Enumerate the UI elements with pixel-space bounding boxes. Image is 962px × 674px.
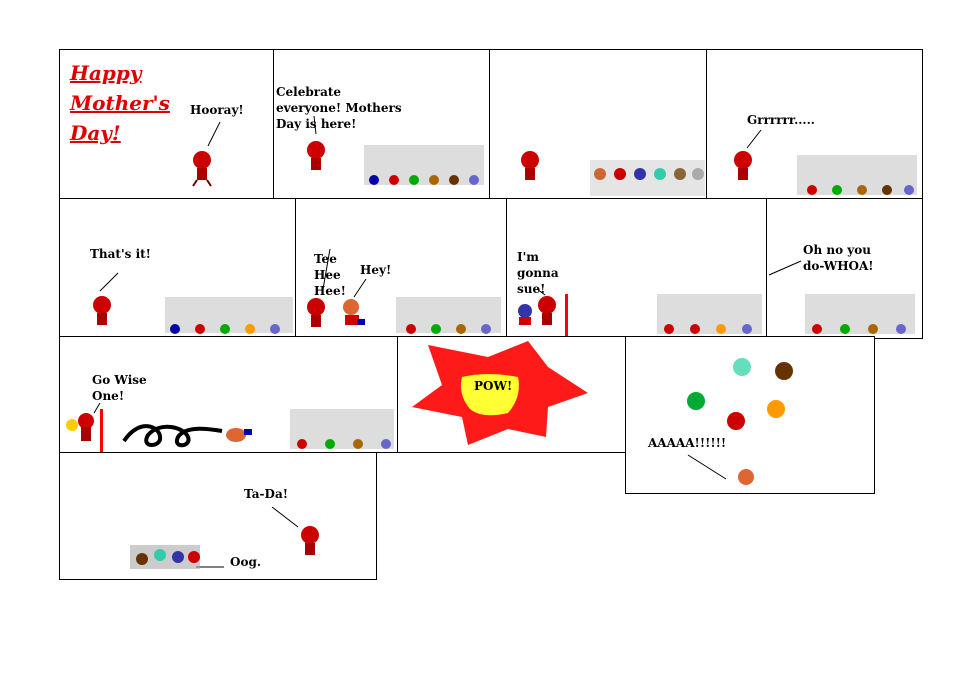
speech-go-wise-line-2: One!: [92, 389, 125, 403]
panel-11-art: [687, 358, 793, 485]
panel-11: AAAAA!!!!!!: [625, 336, 875, 494]
flying-character: [226, 428, 252, 442]
crowd-group: [657, 294, 762, 334]
panel-5: That's it!: [59, 198, 296, 337]
crowd-group: [797, 155, 917, 195]
speech-go-wise-line-1: Go Wise: [92, 373, 147, 387]
comic-title-line-2: Mother's: [70, 91, 170, 115]
panel-5-art: [93, 272, 293, 334]
hero-character: [307, 141, 325, 170]
panel-9-art: [66, 402, 394, 452]
pow-center: [461, 374, 519, 416]
hero-character: [307, 298, 325, 327]
speech-ta-da: Ta-Da!: [244, 487, 288, 501]
panel-1: Happy Mother's Day! Hooray!: [59, 49, 274, 199]
golden-glove-icon: [66, 419, 78, 431]
speech-celebrate-line-2: everyone! Mothers: [276, 101, 402, 115]
crowd-group: [590, 160, 705, 196]
panel-10: POW!: [397, 336, 626, 453]
speech-gonna-sue-line-1: I'm: [517, 250, 539, 264]
speech-oh-no-line-2: do-WHOA!: [803, 259, 874, 273]
speech-hooray: Hooray!: [190, 103, 244, 117]
panel-4: Grrrrrr.....: [706, 49, 923, 199]
panel-12: Ta-Da! Oog.: [59, 452, 377, 580]
panel-9: Go Wise One!: [59, 336, 398, 453]
panel-8: Oh no you do-WHOA!: [766, 198, 923, 339]
crowd-group: [396, 297, 501, 334]
panel-2-art: [307, 115, 484, 185]
panel-7: I'm gonna sue!: [506, 198, 767, 337]
panel-6-art: [307, 248, 501, 334]
speech-celebrate-line-1: Celebrate: [276, 85, 342, 99]
speech-grrr: Grrrrrr.....: [747, 113, 815, 127]
speech-thats-it: That's it!: [90, 247, 151, 261]
speech-celebrate-line-3: Day is here!: [276, 117, 357, 131]
hero-character: [78, 413, 94, 441]
panel-3-art: [521, 151, 705, 196]
crowd-group: [165, 297, 293, 334]
crowd-group: [805, 294, 915, 334]
hero-character: [93, 296, 111, 325]
panel-10-art: [412, 341, 588, 445]
motion-trail: [122, 424, 223, 448]
panel-3: [489, 49, 707, 199]
speech-hey: Hey!: [360, 263, 392, 277]
panel-4-art: [734, 129, 917, 195]
panel-12-art: [130, 506, 319, 569]
defeated-pile: [130, 545, 200, 569]
comic-title-line-1: Happy: [70, 61, 142, 85]
panel-8-art: [768, 260, 915, 334]
speech-aaaaa: AAAAA!!!!!!: [648, 436, 727, 450]
crowd-group: [364, 145, 484, 185]
speech-oog: Oog.: [230, 555, 262, 569]
hero-character: [734, 151, 752, 180]
speech-tee-hee-line-1: Tee: [314, 252, 337, 266]
hero-character: [301, 526, 319, 555]
speech-gonna-sue-line-2: gonna: [517, 266, 559, 280]
hero-character: [521, 151, 539, 180]
orange-character: [343, 299, 365, 325]
speech-tee-hee-line-2: Hee: [314, 268, 341, 282]
gavel-stick: [565, 294, 568, 336]
hero-character: [538, 296, 556, 325]
crowd-group: [290, 409, 394, 449]
panel-2: Celebrate everyone! Mothers Day is here!: [273, 49, 490, 199]
hero-character: [192, 151, 212, 187]
panel-7-art: [518, 288, 762, 336]
red-staff: [100, 409, 103, 452]
speech-oh-no-line-1: Oh no you: [803, 243, 871, 257]
panel-6: Tee Hee Hee! Hey!: [295, 198, 507, 337]
flung-characters: [687, 358, 793, 485]
comic-title-line-3: Day!: [70, 121, 121, 145]
speech-gonna-sue-line-3: sue!: [517, 282, 546, 296]
orange-character: [518, 304, 532, 325]
pow-sound: POW!: [474, 379, 513, 393]
panel-1-art: [192, 121, 221, 187]
